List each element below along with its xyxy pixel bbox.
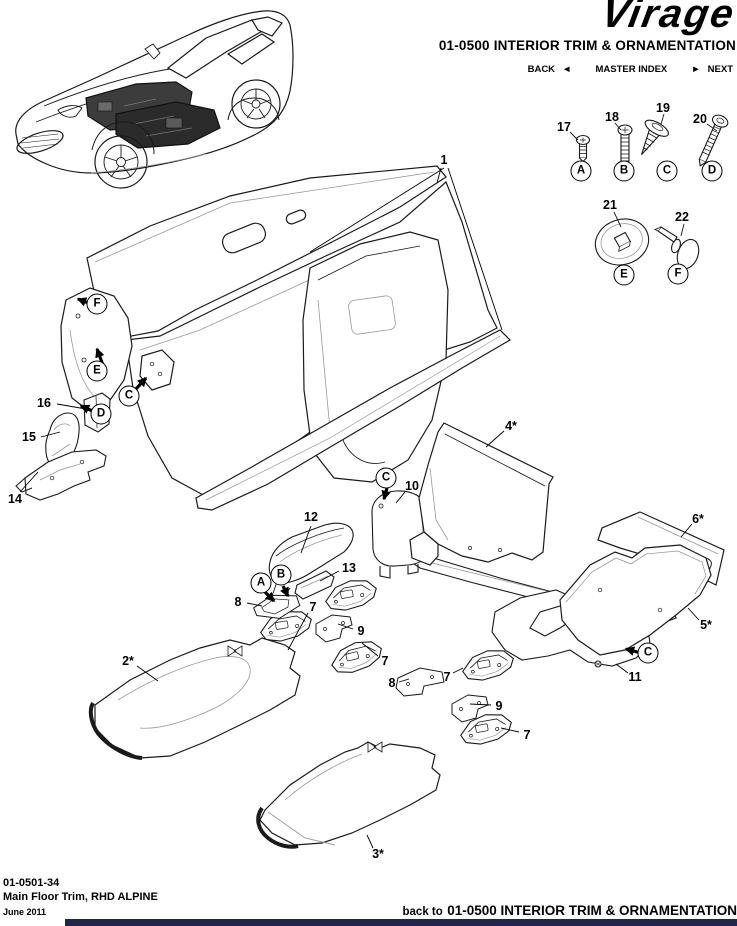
callout-5: 5* xyxy=(700,617,712,632)
footer-bar xyxy=(65,919,737,926)
fastener-legend-art xyxy=(569,113,729,270)
callout-1: 1 xyxy=(440,152,448,167)
arrow-C2 xyxy=(381,487,391,501)
fixing-circle-D: D xyxy=(90,403,112,425)
callout-7: 7 xyxy=(523,727,531,742)
fastener-number-17: 17 xyxy=(557,119,571,134)
virage-logo: Virage xyxy=(598,0,737,36)
fastener-17-screw xyxy=(575,134,591,163)
callout-7: 7 xyxy=(381,653,389,668)
callout-2: 2* xyxy=(122,653,134,668)
callout-15: 15 xyxy=(22,429,36,444)
letter-circle-E: E xyxy=(613,264,635,286)
arrow-C1 xyxy=(133,376,148,392)
callout-10: 10 xyxy=(405,478,419,493)
car-inset-illustration xyxy=(15,10,294,189)
fastener-18-screw xyxy=(617,124,633,166)
fixing-circle-B: B xyxy=(270,564,292,586)
callout-11: 11 xyxy=(628,669,642,684)
nav-back-arrow-icon[interactable]: ◄ xyxy=(562,64,572,75)
fastener-number-19: 19 xyxy=(656,100,670,115)
part-3-front-mat xyxy=(256,741,441,849)
doc-number: 01-0501-34 xyxy=(3,877,60,889)
fixing-circle-A: A xyxy=(250,572,272,594)
callout-9: 9 xyxy=(495,698,503,713)
callout-12: 12 xyxy=(304,509,318,524)
nav-next-link[interactable]: NEXT xyxy=(707,64,733,75)
callout-9: 9 xyxy=(357,623,365,638)
part-1-main-floor-carpet xyxy=(60,165,511,511)
fastener-number-22: 22 xyxy=(675,209,689,224)
nav-back-link[interactable]: BACK xyxy=(527,64,556,75)
callout-3: 3* xyxy=(372,846,384,861)
leader-lines xyxy=(19,167,700,849)
fastener-number-18: 18 xyxy=(605,109,619,124)
parts-5-6 xyxy=(559,511,725,656)
fixing-circle-C: C xyxy=(637,642,659,664)
part-14-bracket xyxy=(24,449,107,501)
callout-4: 4* xyxy=(505,418,517,433)
legend-leader-lines xyxy=(569,113,718,237)
fixing-circle-F: F xyxy=(86,293,108,315)
part-2-front-mat xyxy=(88,637,301,760)
fastener-number-21: 21 xyxy=(603,197,617,212)
nav-master-index-link[interactable]: MASTER INDEX xyxy=(595,64,668,75)
nav-next-arrow-icon[interactable]: ► xyxy=(691,64,701,75)
callout-16: 16 xyxy=(37,395,51,410)
fixing-circle-C: C xyxy=(118,385,140,407)
part-5-rear-mat xyxy=(559,544,712,656)
letter-circle-B: B xyxy=(613,160,635,182)
part-8-plate xyxy=(395,667,445,697)
arrow-A xyxy=(263,590,276,603)
fastener-19-clip xyxy=(641,119,669,156)
letter-circle-A: A xyxy=(570,160,592,182)
parts-14-15-16 xyxy=(15,392,111,501)
fastener-22-pin xyxy=(653,226,700,270)
header-nav: BACK ◄ MASTER INDEX ► NEXT xyxy=(528,64,733,75)
back-link-target: 01-0500 INTERIOR TRIM & ORNAMENTATION xyxy=(447,903,737,918)
callout-7: 7 xyxy=(309,599,317,614)
callout-13: 13 xyxy=(342,560,356,575)
doc-title: Main Floor Trim, RHD ALPINE xyxy=(3,891,158,903)
back-link[interactable]: back to 01-0500 INTERIOR TRIM & ORNAMENT… xyxy=(403,902,737,920)
back-link-prefix: back to xyxy=(402,906,443,918)
callout-14: 14 xyxy=(8,491,22,506)
callout-8: 8 xyxy=(234,594,242,609)
callout-8: 8 xyxy=(388,675,396,690)
doc-date: June 2011 xyxy=(3,907,47,917)
letter-circle-C: C xyxy=(656,160,678,182)
fastener-20-bolt xyxy=(698,114,729,167)
letter-circle-D: D xyxy=(701,160,723,182)
callout-6: 6* xyxy=(692,511,704,526)
page-title: 01-0500 INTERIOR TRIM & ORNAMENTATION xyxy=(438,38,736,53)
letter-circle-F: F xyxy=(667,263,689,285)
fixing-circle-C: C xyxy=(375,467,397,489)
fixing-circle-E: E xyxy=(86,360,108,382)
fastener-21-pad xyxy=(594,218,650,266)
fastener-number-20: 20 xyxy=(693,111,707,126)
part-4-rear-carpet xyxy=(409,422,554,566)
arrow-B xyxy=(280,585,290,598)
callout-7: 7 xyxy=(443,669,451,684)
